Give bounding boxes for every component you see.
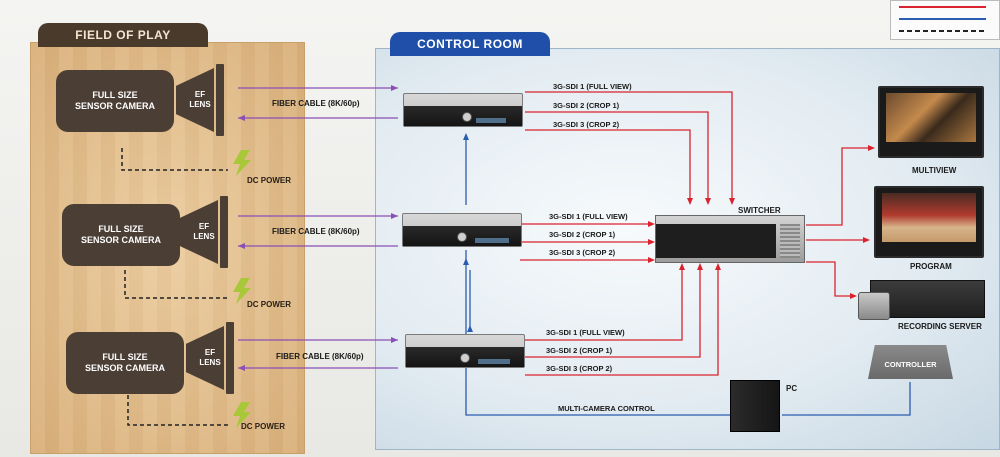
pc-tower [730,380,780,432]
sdi-3-2 [525,270,701,358]
lens-3-front [226,322,234,394]
camera-1-label-line1: FULL SIZE [92,89,138,100]
sdi-out-recording [806,261,852,297]
dc-power-bolt-1 [233,150,251,176]
sdi-label-3-1: 3G-SDI 1 (FULL VIEW) [546,328,625,337]
camera-3-label-line1: FULL SIZE [102,351,148,362]
sdi-label-3-2: 3G-SDI 2 (CROP 1) [546,346,613,355]
dc-power-bolt-2 [233,278,251,304]
sdi-3-1 [525,270,683,341]
lens-2-front [220,196,228,268]
fiber-label-3: FIBER CABLE (8K/60p) [276,352,364,361]
lens-3-label-line1: EF [204,348,216,358]
multiview-label: MULTIVIEW [912,166,957,175]
camera-control-unit-1 [403,93,523,127]
camera-control-unit-2 [402,213,522,247]
controller: CONTROLLER [868,345,953,379]
dc-power-label-2: DC POWER [247,300,291,309]
lens-3-label-line2: LENS [199,358,221,367]
sdi-label-1-2: 3G-SDI 2 (CROP 1) [553,101,620,110]
control-to-controller [782,382,911,416]
sdi-arrowheads [648,145,875,299]
program-label: PROGRAM [910,262,952,271]
camera-control-unit-3 [405,334,525,368]
recording-server-label: RECORDING SERVER [898,322,982,331]
fiber-lines [238,87,398,369]
lens-2-label-line2: LENS [193,232,215,241]
lens-2-label-line1: EF [198,222,210,232]
fiber-label-2: FIBER CABLE (8K/60p) [272,227,360,236]
camera-1-label-line2: SENSOR CAMERA [74,101,155,111]
dc-power-label-3: DC POWER [241,422,285,431]
control-lines [465,140,911,416]
sdi-label-1-1: 3G-SDI 1 (FULL VIEW) [553,82,632,91]
sdi-label-2-2: 3G-SDI 2 (CROP 1) [549,230,616,239]
dc-line-1 [121,148,228,171]
sdi-label-2-1: 3G-SDI 1 (FULL VIEW) [549,212,628,221]
sdi-label-2-3: 3G-SDI 3 (CROP 2) [549,248,616,257]
sdi-out-multiview [806,147,870,226]
switcher-label: SWITCHER [738,206,781,215]
dc-power-label-1: DC POWER [247,176,291,185]
legend-swatches [899,6,986,32]
dc-line-2 [124,270,228,299]
lens-1-label-line1: EF [194,90,206,100]
sdi-3-3 [525,270,719,376]
program-monitor [874,186,984,258]
sdi-1-1 [525,91,733,198]
pc-label: PC [786,384,798,393]
lens-1-label-line2: LENS [189,100,211,109]
recording-control-panel [858,292,890,320]
camera-2-label-line2: SENSOR CAMERA [80,235,161,245]
dc-line-3 [127,395,228,426]
sdi-lines [520,91,870,376]
multiview-monitor [878,86,984,158]
control-room-title: CONTROL ROOM [390,32,550,56]
multi-camera-control-label: MULTI-CAMERA CONTROL [558,404,655,413]
camera-3-label-line2: SENSOR CAMERA [84,363,165,373]
fiber-arrowheads [238,85,398,371]
legend [890,0,1000,40]
sdi-1-3 [525,129,691,198]
sdi-label-1-3: 3G-SDI 3 (CROP 2) [553,120,620,129]
switcher [655,215,805,263]
control-main [465,250,730,416]
sdi-label-3-3: 3G-SDI 3 (CROP 2) [546,364,613,373]
camera-2-label-line1: FULL SIZE [98,223,144,234]
control-arrowheads [463,133,473,332]
sdi-1-2 [525,111,709,198]
field-of-play-title: FIELD OF PLAY [38,23,208,47]
fiber-label-1: FIBER CABLE (8K/60p) [272,99,360,108]
lens-1-front [216,64,224,136]
dc-power-bolt-3 [233,402,251,428]
